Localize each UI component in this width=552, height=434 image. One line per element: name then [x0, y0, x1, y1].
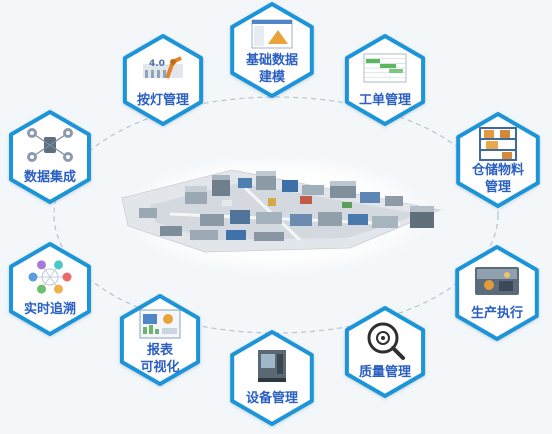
spreadsheet-icon	[363, 53, 407, 83]
hex-module-basic-data	[230, 2, 314, 98]
hex-module-quality	[344, 306, 426, 398]
hex-module-warehouse	[456, 112, 540, 208]
hex-module-equipment	[230, 330, 314, 426]
hex-label-report: 报表 可视化	[140, 343, 180, 375]
andon-robot-icon: 4.0	[143, 56, 183, 79]
hex-label-equipment: 设备管理	[245, 391, 298, 406]
hex-label-basic-data: 基础数据 建模	[245, 53, 298, 85]
hex-module-report	[119, 294, 201, 386]
network-nodes-icon	[27, 128, 73, 162]
factory-buildings	[139, 171, 434, 241]
hex-module-work-order	[344, 34, 426, 126]
hexagon-frame	[9, 110, 91, 204]
factory-3d-map	[121, 169, 442, 253]
hex-label-quality: 质量管理	[358, 365, 411, 380]
hex-label-warehouse: 仓储物料 管理	[471, 163, 524, 195]
hex-module-trace	[9, 242, 91, 336]
svg-text:4.0: 4.0	[149, 59, 165, 69]
hex-module-production	[455, 245, 539, 341]
hexagon-frame	[122, 34, 204, 126]
software-screen-icon	[251, 19, 293, 49]
factory-photo-icon	[475, 267, 519, 295]
hex-module-data-integration	[9, 110, 91, 204]
magnifier-gear-icon	[367, 322, 405, 360]
trace-network-icon	[28, 260, 72, 294]
hex-label-production: 生产执行	[470, 306, 523, 321]
hex-label-anden: 按灯管理	[136, 93, 189, 108]
hexagon-frame	[9, 242, 91, 336]
hex-module-anden: 4.0	[122, 34, 204, 126]
hex-label-work-order: 工单管理	[358, 93, 411, 108]
shelf-icon	[479, 127, 517, 161]
dashboard-icon	[139, 309, 181, 339]
cnc-machine-icon	[258, 350, 286, 382]
module-hexagons: 4.0	[9, 2, 540, 426]
hex-label-data-integration: 数据集成	[23, 170, 76, 185]
hex-label-trace: 实时追溯	[23, 302, 76, 317]
